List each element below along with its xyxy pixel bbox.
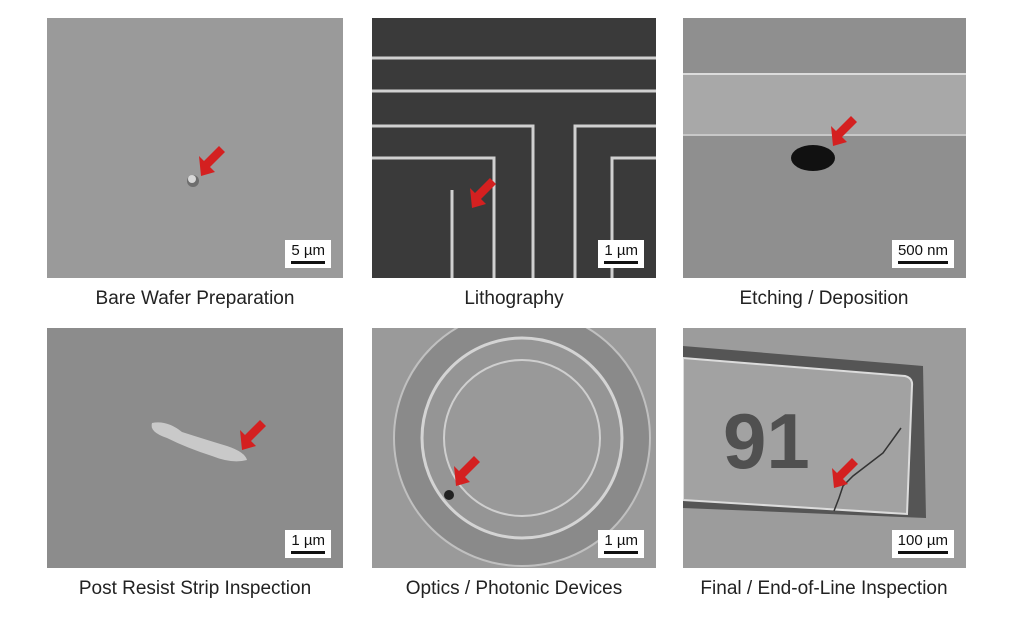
- scale-label: 1 µm: [604, 532, 638, 549]
- scale-label: 5 µm: [291, 242, 325, 259]
- scale-bar: 1 µm: [285, 530, 331, 558]
- caption-lithography: Lithography: [464, 288, 564, 309]
- scale-bar: 1 µm: [598, 530, 644, 558]
- scale-label: 1 µm: [604, 242, 638, 259]
- scale-bar: 5 µm: [285, 240, 331, 268]
- sem-image-lithography: 1 µm: [372, 18, 656, 278]
- caption-etching: Etching / Deposition: [739, 288, 909, 309]
- caption-photonic: Optics / Photonic Devices: [405, 578, 623, 599]
- sem-image-photonic: 1 µm: [372, 328, 656, 568]
- sem-image-etching: 500 nm: [683, 18, 966, 278]
- sem-image-resist-strip: 1 µm: [47, 328, 343, 568]
- scale-label: 100 µm: [897, 532, 948, 549]
- scale-label: 1 µm: [291, 532, 325, 549]
- caption-resist-strip: Post Resist Strip Inspection: [78, 578, 312, 599]
- sem-image-bare-wafer: 5 µm: [47, 18, 343, 278]
- sem-image-end-of-line: 91 100 µm: [683, 328, 966, 568]
- scale-bar: 500 nm: [891, 240, 954, 268]
- die-marking: 91: [723, 397, 810, 485]
- caption-end-of-line: Final / End-of-Line Inspection: [700, 578, 948, 599]
- scale-bar: 100 µm: [891, 530, 954, 558]
- caption-bare-wafer: Bare Wafer Preparation: [95, 288, 295, 309]
- scale-bar: 1 µm: [598, 240, 644, 268]
- scale-label: 500 nm: [897, 242, 948, 259]
